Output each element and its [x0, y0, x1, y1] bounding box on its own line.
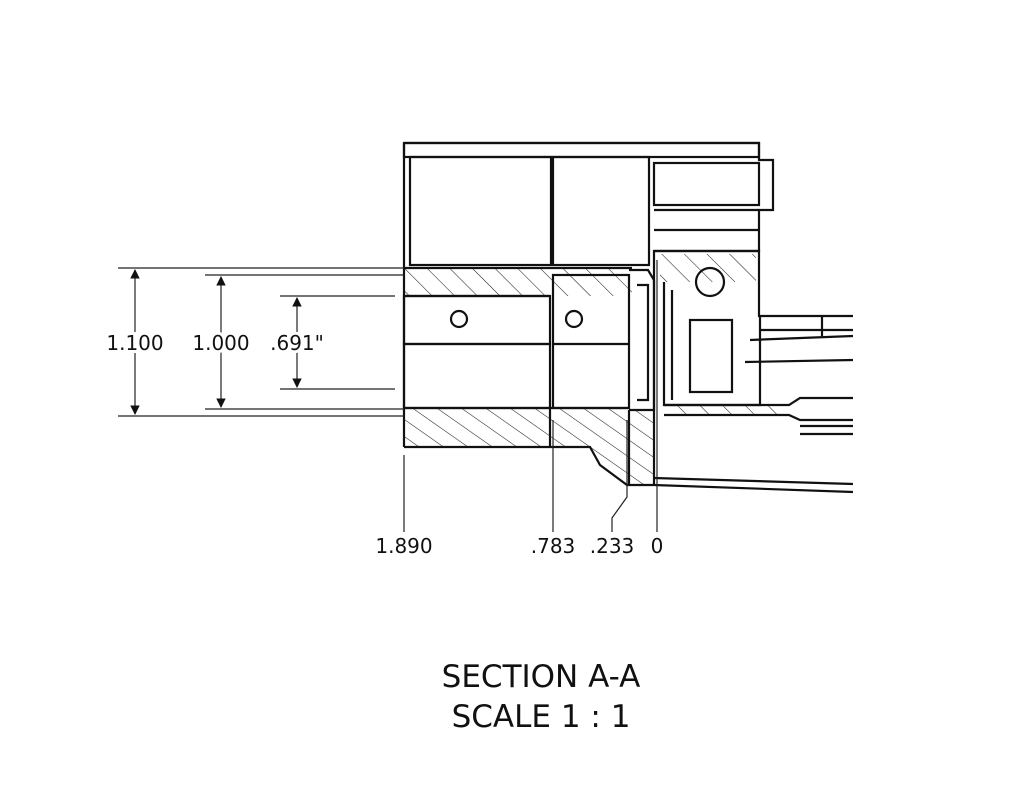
dim-0: 0: [651, 534, 664, 558]
dim-1-890: 1.890: [375, 534, 432, 558]
extension-lines: [118, 260, 658, 532]
dim-691: .691": [270, 331, 324, 355]
dim-1-100: 1.100: [106, 331, 163, 355]
section-title: SECTION A-A: [442, 659, 641, 695]
scale-label: SCALE 1 : 1: [452, 699, 631, 735]
dim-233: .233: [590, 534, 635, 558]
dim-783: .783: [531, 534, 576, 558]
part-body: [402, 141, 854, 494]
dimension-arrows: [130, 269, 302, 415]
dim-1-000: 1.000: [192, 331, 249, 355]
